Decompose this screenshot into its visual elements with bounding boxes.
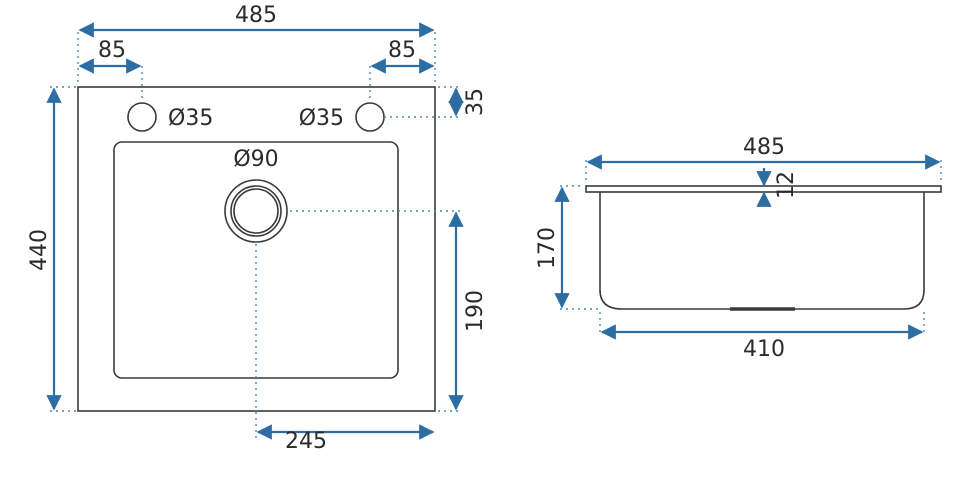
label-tap-hole-right: Ø35 (299, 106, 344, 131)
label-hole-to-edge: 35 (463, 88, 488, 116)
label-side-overall-width: 485 (743, 135, 785, 160)
rim-outline (585, 185, 942, 193)
basin-outline (113, 141, 399, 379)
label-bowl-depth: 170 (535, 227, 560, 269)
label-overall-width: 485 (235, 3, 277, 28)
drain-outlet (224, 179, 288, 243)
label-tap-hole-left: Ø35 (168, 106, 213, 131)
bowl-outline (599, 192, 925, 310)
label-rim-thickness: 12 (774, 171, 799, 199)
label-drain-from-side: 245 (285, 429, 327, 454)
tap-hole-right (355, 102, 385, 132)
top-view: 485 85 85 Ø35 Ø35 Ø90 245 35 440 190 (27, 3, 488, 454)
label-tap-offset-left: 85 (98, 38, 126, 63)
label-overall-depth: 440 (27, 229, 52, 271)
side-view: 485 12 170 410 (535, 135, 942, 362)
label-drain-from-back: 190 (463, 290, 488, 332)
label-drain: Ø90 (233, 147, 278, 172)
sink-outline (77, 86, 436, 412)
label-bottom-width: 410 (743, 337, 785, 362)
tap-hole-left (127, 102, 157, 132)
label-tap-offset-right: 85 (388, 38, 416, 63)
